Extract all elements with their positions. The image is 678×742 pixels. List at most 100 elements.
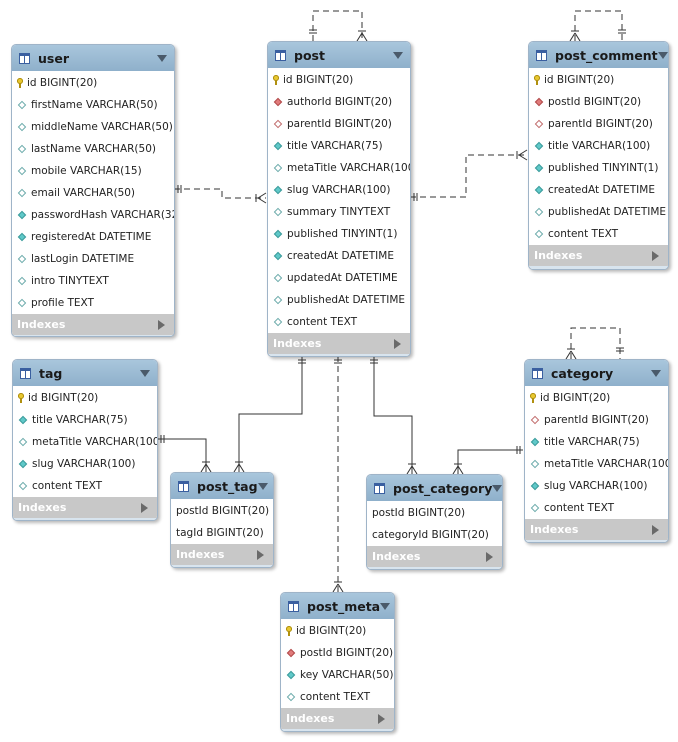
table-tag[interactable]: tag id BIGINT(20)title VARCHAR(75)metaTi… xyxy=(12,359,158,521)
column-row[interactable]: lastName VARCHAR(50) xyxy=(12,138,174,160)
collapse-arrow-icon[interactable] xyxy=(380,602,391,610)
column-row[interactable]: tagId BIGINT(20) xyxy=(171,522,273,544)
column-row[interactable]: lastLogin DATETIME xyxy=(12,248,174,270)
column-row[interactable]: content TEXT xyxy=(525,497,668,519)
column-row[interactable]: slug VARCHAR(100) xyxy=(268,179,410,201)
table-icon xyxy=(288,600,299,612)
column-row[interactable]: firstName VARCHAR(50) xyxy=(12,94,174,116)
column-row[interactable]: postId BIGINT(20) xyxy=(529,91,668,113)
expand-arrow-icon[interactable] xyxy=(652,251,659,261)
expand-arrow-icon[interactable] xyxy=(486,552,493,562)
column-diamond-icon xyxy=(273,185,283,195)
table-user[interactable]: user id BIGINT(20)firstName VARCHAR(50)m… xyxy=(11,44,175,337)
indexes-section[interactable]: Indexes xyxy=(12,314,174,335)
column-row[interactable]: postId BIGINT(20) xyxy=(171,500,273,522)
indexes-label: Indexes xyxy=(273,337,322,350)
indexes-label: Indexes xyxy=(18,501,67,514)
column-row[interactable]: registeredAt DATETIME xyxy=(12,226,174,248)
column-row[interactable]: id BIGINT(20) xyxy=(13,387,157,409)
column-row[interactable]: publishedAt DATETIME xyxy=(268,289,410,311)
column-row[interactable]: key VARCHAR(50) xyxy=(281,664,394,686)
column-row[interactable]: parentId BIGINT(20) xyxy=(529,113,668,135)
table-header[interactable]: post_comment xyxy=(529,42,668,68)
column-diamond-icon xyxy=(17,188,27,198)
collapse-arrow-icon[interactable] xyxy=(140,369,150,377)
column-row[interactable]: parentId BIGINT(20) xyxy=(268,113,410,135)
column-row[interactable]: metaTitle VARCHAR(100) xyxy=(13,431,157,453)
indexes-section[interactable]: Indexes xyxy=(281,708,394,729)
column-row[interactable]: summary TINYTEXT xyxy=(268,201,410,223)
column-row[interactable]: content TEXT xyxy=(529,223,668,245)
collapse-arrow-icon[interactable] xyxy=(651,369,661,377)
table-category[interactable]: category id BIGINT(20)parentId BIGINT(20… xyxy=(524,359,669,543)
column-row[interactable]: intro TINYTEXT xyxy=(12,270,174,292)
column-row[interactable]: id BIGINT(20) xyxy=(525,387,668,409)
many-marker xyxy=(569,32,576,42)
column-row[interactable]: id BIGINT(20) xyxy=(281,620,394,642)
table-post-category[interactable]: post_category postId BIGINT(20)categoryI… xyxy=(366,474,503,570)
collapse-arrow-icon[interactable] xyxy=(393,51,403,59)
table-post[interactable]: post id BIGINT(20)authorId BIGINT(20)par… xyxy=(267,41,411,357)
column-row[interactable]: createdAt DATETIME xyxy=(268,245,410,267)
column-row[interactable]: content TEXT xyxy=(268,311,410,333)
expand-arrow-icon[interactable] xyxy=(257,550,264,560)
indexes-section[interactable]: Indexes xyxy=(525,519,668,540)
column-row[interactable]: id BIGINT(20) xyxy=(529,69,668,91)
column-row[interactable]: title VARCHAR(75) xyxy=(13,409,157,431)
primary-key-icon xyxy=(530,393,536,403)
column-row[interactable]: createdAt DATETIME xyxy=(529,179,668,201)
column-row[interactable]: id BIGINT(20) xyxy=(268,69,410,91)
expand-arrow-icon[interactable] xyxy=(394,339,401,349)
column-row[interactable]: email VARCHAR(50) xyxy=(12,182,174,204)
column-row[interactable]: published TINYINT(1) xyxy=(529,157,668,179)
column-row[interactable]: title VARCHAR(75) xyxy=(525,431,668,453)
indexes-section[interactable]: Indexes xyxy=(367,546,502,567)
column-row[interactable]: id BIGINT(20) xyxy=(12,72,174,94)
collapse-arrow-icon[interactable] xyxy=(492,484,502,492)
column-row[interactable]: title VARCHAR(75) xyxy=(268,135,410,157)
expand-arrow-icon[interactable] xyxy=(378,714,385,724)
column-row[interactable]: authorId BIGINT(20) xyxy=(268,91,410,113)
table-post-meta[interactable]: post_meta id BIGINT(20)postId BIGINT(20)… xyxy=(280,592,395,732)
table-header[interactable]: post_category xyxy=(367,475,502,501)
column-row[interactable]: title VARCHAR(100) xyxy=(529,135,668,157)
column-row[interactable]: postId BIGINT(20) xyxy=(367,502,502,524)
column-row[interactable]: content TEXT xyxy=(281,686,394,708)
indexes-section[interactable]: Indexes xyxy=(529,245,668,266)
column-row[interactable]: updatedAt DATETIME xyxy=(268,267,410,289)
table-footer xyxy=(268,354,410,356)
column-row[interactable]: content TEXT xyxy=(13,475,157,497)
indexes-section[interactable]: Indexes xyxy=(268,333,410,354)
column-row[interactable]: categoryId BIGINT(20) xyxy=(367,524,502,546)
collapse-arrow-icon[interactable] xyxy=(157,54,167,62)
expand-arrow-icon[interactable] xyxy=(652,525,659,535)
column-row[interactable]: slug VARCHAR(100) xyxy=(525,475,668,497)
table-header[interactable]: post xyxy=(268,42,410,68)
column-row[interactable]: metaTitle VARCHAR(100) xyxy=(525,453,668,475)
table-header[interactable]: post_tag xyxy=(171,473,273,499)
expand-arrow-icon[interactable] xyxy=(141,503,148,513)
column-row[interactable]: parentId BIGINT(20) xyxy=(525,409,668,431)
table-header[interactable]: tag xyxy=(13,360,157,386)
column-row[interactable]: passwordHash VARCHAR(32) xyxy=(12,204,174,226)
column-row[interactable]: postId BIGINT(20) xyxy=(281,642,394,664)
table-post-comment[interactable]: post_comment id BIGINT(20)postId BIGINT(… xyxy=(528,41,669,270)
column-row[interactable]: metaTitle VARCHAR(100) xyxy=(268,157,410,179)
column-row[interactable]: mobile VARCHAR(15) xyxy=(12,160,174,182)
column-row[interactable]: middleName VARCHAR(50) xyxy=(12,116,174,138)
indexes-section[interactable]: Indexes xyxy=(171,544,273,565)
indexes-section[interactable]: Indexes xyxy=(13,497,157,518)
primary-key-icon xyxy=(273,75,279,85)
column-row[interactable]: profile TEXT xyxy=(12,292,174,314)
collapse-arrow-icon[interactable] xyxy=(257,482,268,490)
expand-arrow-icon[interactable] xyxy=(158,320,165,330)
collapse-arrow-icon[interactable] xyxy=(657,51,668,59)
relationship-post-tag xyxy=(238,356,303,472)
column-row[interactable]: published TINYINT(1) xyxy=(268,223,410,245)
table-post-tag[interactable]: post_tag postId BIGINT(20)tagId BIGINT(2… xyxy=(170,472,274,568)
table-header[interactable]: category xyxy=(525,360,668,386)
table-header[interactable]: user xyxy=(12,45,174,71)
column-row[interactable]: publishedAt DATETIME xyxy=(529,201,668,223)
column-row[interactable]: slug VARCHAR(100) xyxy=(13,453,157,475)
table-header[interactable]: post_meta xyxy=(281,593,394,619)
